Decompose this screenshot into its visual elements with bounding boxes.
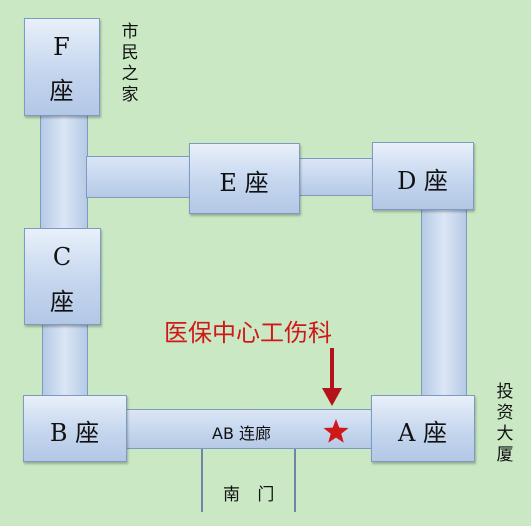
building-c-suffix: 座	[50, 288, 74, 316]
south-gate-right-wall	[294, 449, 296, 512]
building-e-label: E 座	[219, 169, 269, 197]
building-e: E 座	[189, 143, 300, 214]
arrow-down-icon	[322, 348, 342, 406]
building-f: F 座	[24, 18, 100, 116]
corridor-f-e	[86, 156, 192, 198]
corridor-ab-label: AB 连廊	[212, 424, 272, 443]
building-b-label: B 座	[49, 419, 100, 447]
building-d: D 座	[372, 142, 474, 210]
investment-building-label: 投资大厦	[496, 382, 514, 465]
building-c-label: C	[52, 243, 72, 271]
star-icon	[323, 419, 349, 443]
building-a: A 座	[371, 395, 475, 462]
corridor-c-b	[42, 322, 88, 398]
building-f-suffix: 座	[49, 77, 74, 105]
south-gate-label: 南 门	[223, 485, 281, 505]
citizen-home-label: 市民之家	[121, 22, 139, 105]
building-c: C 座	[24, 228, 101, 325]
corridor-f-c	[40, 114, 88, 232]
south-gate-left-wall	[201, 449, 203, 512]
building-d-label: D 座	[397, 167, 448, 195]
building-a-label: A 座	[398, 419, 447, 447]
corridor-e-d	[298, 158, 374, 196]
corridor-d-a	[421, 208, 467, 398]
destination-label: 医保中心工伤科	[164, 319, 332, 347]
building-b: B 座	[23, 395, 127, 462]
building-f-label: F	[53, 33, 70, 61]
